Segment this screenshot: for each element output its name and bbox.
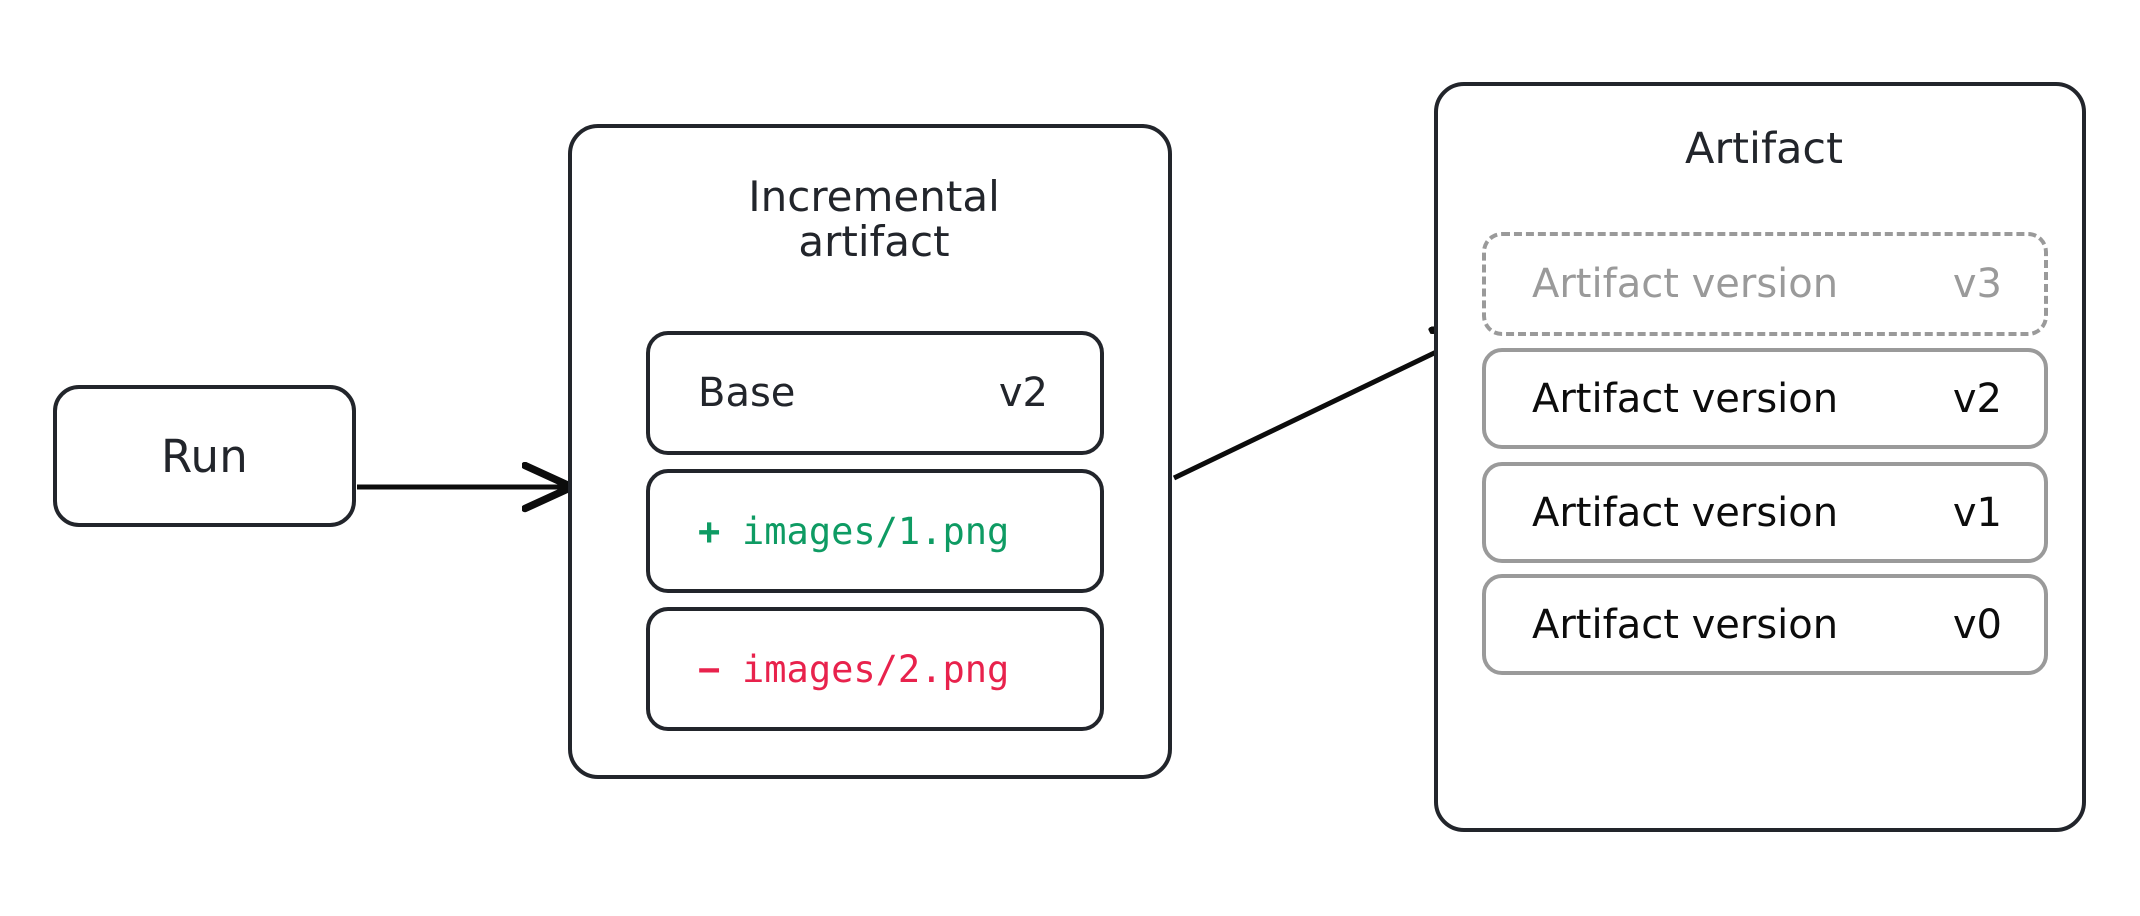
incremental-row-added[interactable]: + images/1.png [646, 469, 1104, 593]
incremental-row-base-version: v2 [998, 370, 1048, 416]
incremental-row-removed-content: − images/2.png [650, 651, 1100, 688]
incremental-artifact-panel[interactable]: Incremental artifact Base v2 + images/1.… [568, 124, 1172, 779]
run-label: Run [161, 429, 248, 483]
minus-icon: − [698, 647, 721, 691]
artifact-version-row-v0[interactable]: Artifact version v0 [1482, 574, 2048, 675]
artifact-version-value-v1: v1 [1952, 489, 2002, 536]
artifact-version-value-v2: v2 [1952, 375, 2002, 422]
incremental-row-base[interactable]: Base v2 [646, 331, 1104, 455]
incremental-row-base-label: Base [698, 370, 796, 416]
artifact-version-row-v1[interactable]: Artifact version v1 [1482, 462, 2048, 563]
artifact-version-label-v2: Artifact version [1532, 375, 1839, 422]
run-node[interactable]: Run [53, 385, 356, 527]
incremental-row-added-content: + images/1.png [650, 513, 1100, 550]
artifact-version-row-v3[interactable]: Artifact version v3 [1482, 232, 2048, 336]
artifact-version-label-v3: Artifact version [1532, 261, 1839, 307]
artifact-version-row-v2[interactable]: Artifact version v2 [1482, 348, 2048, 449]
artifact-version-value-v3: v3 [1952, 261, 2002, 307]
incremental-row-removed[interactable]: − images/2.png [646, 607, 1104, 731]
incremental-artifact-title: Incremental artifact [748, 172, 1000, 266]
artifact-panel[interactable]: Artifact Artifact version v3 Artifact ve… [1434, 82, 2086, 832]
artifact-version-value-v0: v0 [1952, 601, 2002, 648]
artifact-version-label-v1: Artifact version [1532, 489, 1839, 536]
plus-icon: + [698, 509, 721, 553]
incremental-row-removed-path: images/2.png [742, 647, 1010, 691]
incremental-row-added-path: images/1.png [742, 509, 1010, 553]
artifact-version-label-v0: Artifact version [1532, 601, 1839, 648]
artifact-title: Artifact [1685, 124, 1843, 174]
